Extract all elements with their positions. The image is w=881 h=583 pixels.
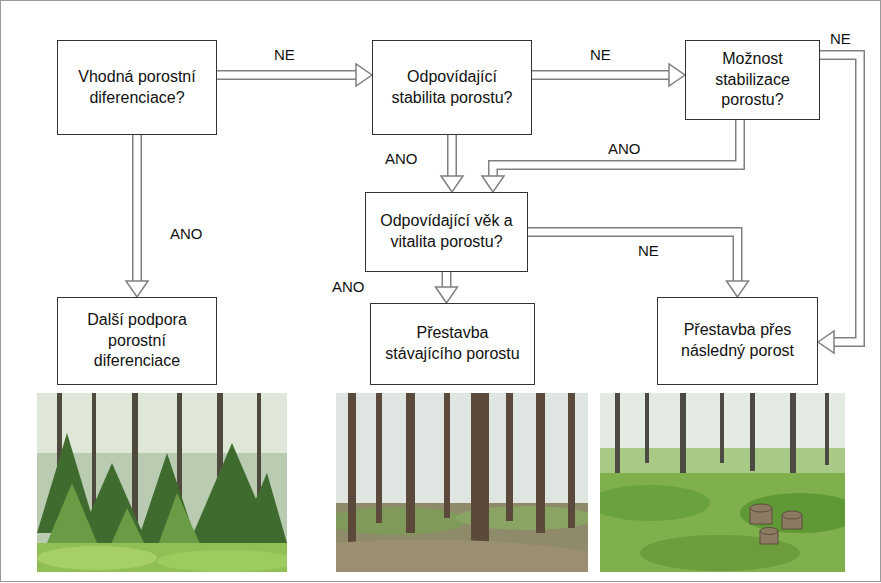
- decision-box: Odpovídající věk a vitalita porostu?: [365, 192, 528, 272]
- node-text: Přestavba přes následný porost: [664, 320, 811, 362]
- result-box: Další podpora porostní diferenciace: [57, 297, 217, 385]
- edge-label: ANO: [383, 150, 420, 168]
- forest-photo: [336, 393, 588, 572]
- block-arrow: [126, 135, 148, 297]
- block-arrow: [532, 64, 685, 86]
- decision-box: Možnost stabilizace porostu?: [685, 40, 820, 120]
- decision-box: Odpovídající stabilita porostu?: [372, 40, 532, 135]
- result-box: Přestavba stávajícího porostu: [370, 303, 535, 385]
- node-text: Přestavba stávajícího porostu: [377, 323, 528, 365]
- block-arrow: [441, 135, 463, 192]
- edge-label: ANO: [606, 140, 643, 158]
- node-text: Odpovídající věk a vitalita porostu?: [372, 211, 521, 253]
- edge-label: NE: [828, 30, 853, 48]
- block-arrow: [217, 64, 372, 86]
- forest-photo: [600, 393, 845, 572]
- edge-label: NE: [588, 46, 613, 64]
- edge-label: NE: [272, 46, 297, 64]
- block-arrow: [528, 232, 749, 297]
- edge-label: ANO: [330, 278, 367, 296]
- edge-label: NE: [636, 242, 661, 260]
- block-arrow: [818, 55, 860, 353]
- edge-label: ANO: [168, 225, 205, 243]
- node-text: Vhodná porostní diferenciace?: [64, 67, 210, 109]
- node-text: Další podpora porostní diferenciace: [64, 310, 210, 372]
- node-text: Odpovídající stabilita porostu?: [379, 67, 525, 109]
- block-arrow: [436, 272, 458, 303]
- result-box: Přestavba přes následný porost: [657, 297, 818, 385]
- decision-box: Vhodná porostní diferenciace?: [57, 40, 217, 135]
- node-text: Možnost stabilizace porostu?: [692, 49, 813, 111]
- forest-photo: [37, 393, 287, 572]
